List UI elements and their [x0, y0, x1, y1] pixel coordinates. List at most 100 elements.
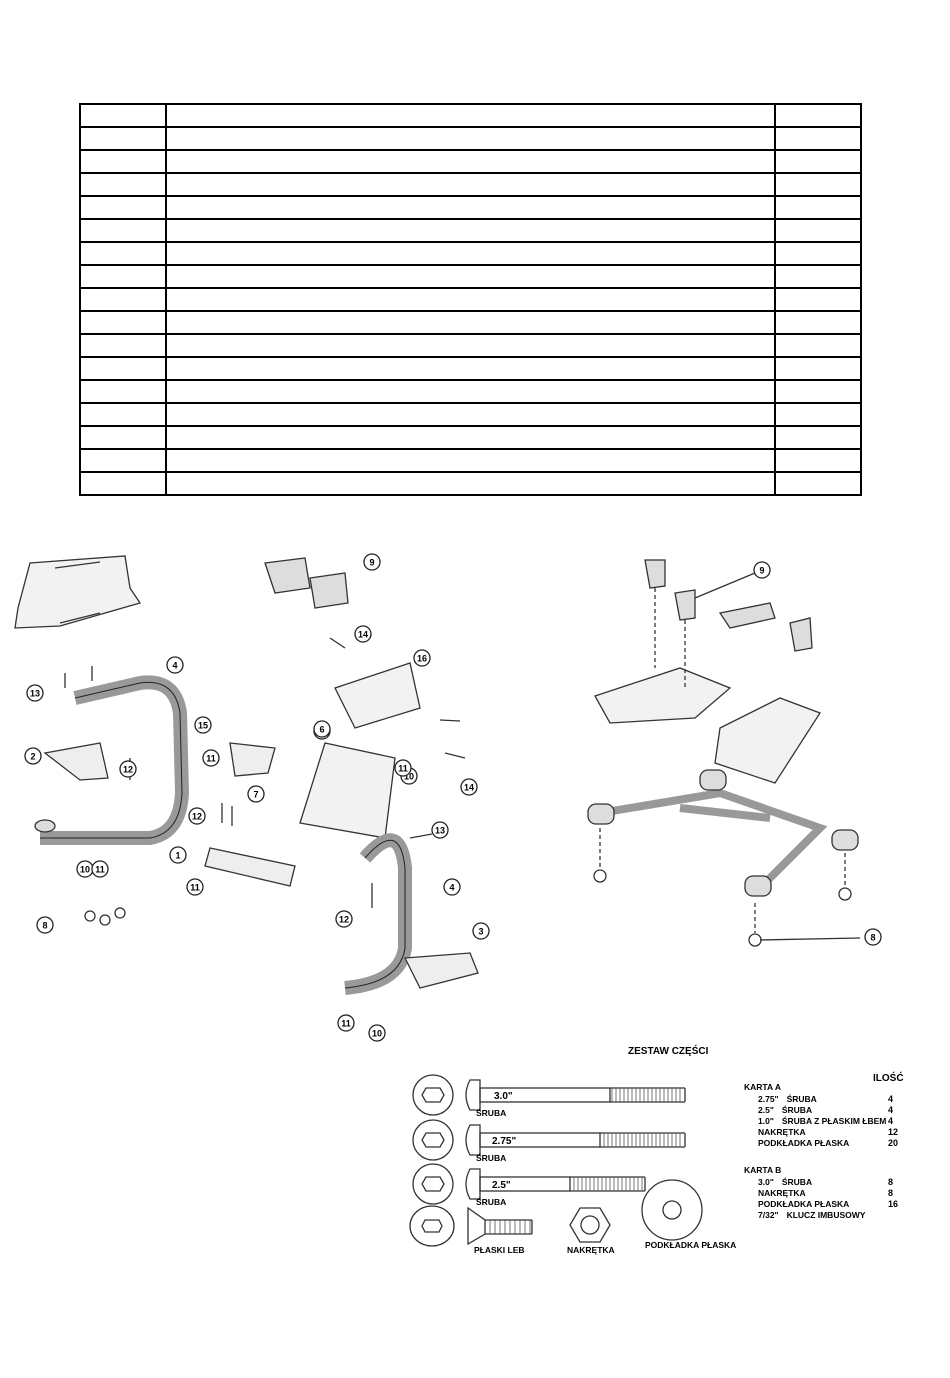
- base-frame: [599, 788, 828, 891]
- table-cell: [79, 379, 167, 404]
- table-cell: [79, 448, 167, 473]
- callout-number: 4: [449, 883, 454, 893]
- table-row: [79, 126, 862, 151]
- assembled-diagram: 98: [587, 559, 882, 947]
- kit-item-name: PODKŁADKA PŁASKA: [758, 1138, 850, 1148]
- table-cell: [79, 149, 167, 174]
- table-row: [79, 471, 862, 496]
- kit-item-name: PODKŁADKA PŁASKA: [758, 1199, 850, 1209]
- kit-item-qty: 12: [888, 1127, 899, 1137]
- table-cell: [79, 310, 167, 335]
- callout-number: 2: [30, 752, 35, 762]
- upper-plate: [334, 662, 421, 729]
- table-cell: [165, 218, 776, 243]
- table-cell: [774, 379, 862, 404]
- kit-item-size: 3.0": [758, 1177, 774, 1187]
- kit-item-qty: 16: [888, 1199, 899, 1209]
- table-row: [79, 356, 862, 381]
- table-row: [79, 103, 862, 128]
- table-cell: [774, 103, 862, 128]
- kit-item: 1.0"ŚRUBA Z PŁASKIM ŁBEM: [758, 1116, 886, 1126]
- table-cell: [79, 126, 167, 151]
- kit-item-size: 2.75": [758, 1094, 779, 1104]
- backrest-assembled: [714, 697, 821, 784]
- kit-item-qty: 20: [888, 1138, 899, 1148]
- table-cell: [79, 356, 167, 381]
- callout-number: 4: [172, 661, 177, 671]
- kit-item-name: KLUCZ IMBUSOWY: [786, 1210, 866, 1220]
- callout-circle: [354, 625, 372, 643]
- table-row: [79, 287, 862, 312]
- table-row: [79, 310, 862, 335]
- callout-number: 11: [398, 764, 408, 774]
- flat-head-label: PŁASKI LEB: [474, 1245, 525, 1255]
- callout-number: 15: [198, 721, 208, 731]
- table-row: [79, 195, 862, 220]
- kit-title: ZESTAW CZĘŚCI: [628, 1046, 709, 1057]
- callout-circle: [202, 749, 220, 767]
- table-row: [79, 379, 862, 404]
- kit-item: 3.0"ŚRUBA: [758, 1177, 812, 1187]
- kit-item-qty: 4: [888, 1116, 894, 1126]
- callout-circle: [313, 720, 331, 738]
- table-cell: [774, 333, 862, 358]
- kit-item-name: ŚRUBA Z PŁASKIM ŁBEM: [781, 1116, 887, 1126]
- table-cell: [79, 172, 167, 197]
- table-cell: [79, 195, 167, 220]
- table-cell: [79, 402, 167, 427]
- nut-label: NAKRĘTKA: [567, 1245, 615, 1255]
- bracket-right: [403, 952, 479, 989]
- table-cell: [79, 287, 167, 312]
- table-cell: [165, 149, 776, 174]
- callout-number: 11: [341, 1019, 351, 1029]
- callout-circle: [26, 684, 44, 702]
- bolt-size-2: 2.75": [492, 1136, 516, 1147]
- callout-circle: [169, 846, 187, 864]
- seat-pad-drawing: [14, 555, 142, 629]
- callout-number: 6: [319, 725, 324, 735]
- callout-circle: [431, 821, 449, 839]
- callout-circle: [91, 860, 109, 878]
- table-cell: [165, 333, 776, 358]
- bracket-left: [43, 742, 109, 781]
- callout-circle: [368, 1024, 386, 1042]
- bolt-caption-3: ŚRUBA: [476, 1196, 506, 1207]
- cross-tube: [204, 847, 296, 887]
- frame-tube-right: [344, 833, 412, 995]
- table-row: [79, 333, 862, 358]
- callout-group: 1234456789101010111111111112121213131414…: [24, 553, 490, 1042]
- callout-number: 3: [478, 927, 483, 937]
- parts-table: [79, 103, 862, 496]
- callout-number: 11: [206, 754, 216, 764]
- table-cell: [774, 264, 862, 289]
- table-cell: [165, 310, 776, 335]
- seat-pad-assembled: [594, 667, 732, 724]
- kit-item: 2.5"ŚRUBA: [758, 1105, 812, 1115]
- kit-item: NAKRĘTKA: [758, 1188, 806, 1198]
- bolt-caption-2: ŚRUBA: [476, 1152, 506, 1163]
- table-cell: [774, 149, 862, 174]
- pedal-clips: [264, 557, 311, 594]
- kit-item: PODKŁADKA PŁASKA: [758, 1138, 849, 1148]
- table-cell: [79, 333, 167, 358]
- callout-number: 10: [404, 772, 414, 782]
- table-row: [79, 448, 862, 473]
- kit-item-size: 2.5": [758, 1105, 774, 1115]
- callout-circle: [413, 649, 431, 667]
- callout-number: 9: [369, 558, 374, 568]
- kit-item: NAKRĘTKA: [758, 1127, 806, 1137]
- kit-item-name: NAKRĘTKA: [758, 1188, 806, 1198]
- table-cell: [165, 126, 776, 151]
- table-cell: [165, 471, 776, 496]
- callout-circle: [363, 553, 381, 571]
- callout-group: 98: [753, 561, 882, 946]
- kit-item-name: NAKRĘTKA: [758, 1127, 806, 1137]
- table-cell: [165, 264, 776, 289]
- table-row: [79, 149, 862, 174]
- callout-circle: [443, 878, 461, 896]
- callout-number: 12: [123, 765, 133, 775]
- callout-number: 8: [42, 921, 47, 931]
- callout-circle: [186, 878, 204, 896]
- kit-item: 7/32"KLUCZ IMBUSOWY: [758, 1210, 865, 1220]
- table-cell: [774, 402, 862, 427]
